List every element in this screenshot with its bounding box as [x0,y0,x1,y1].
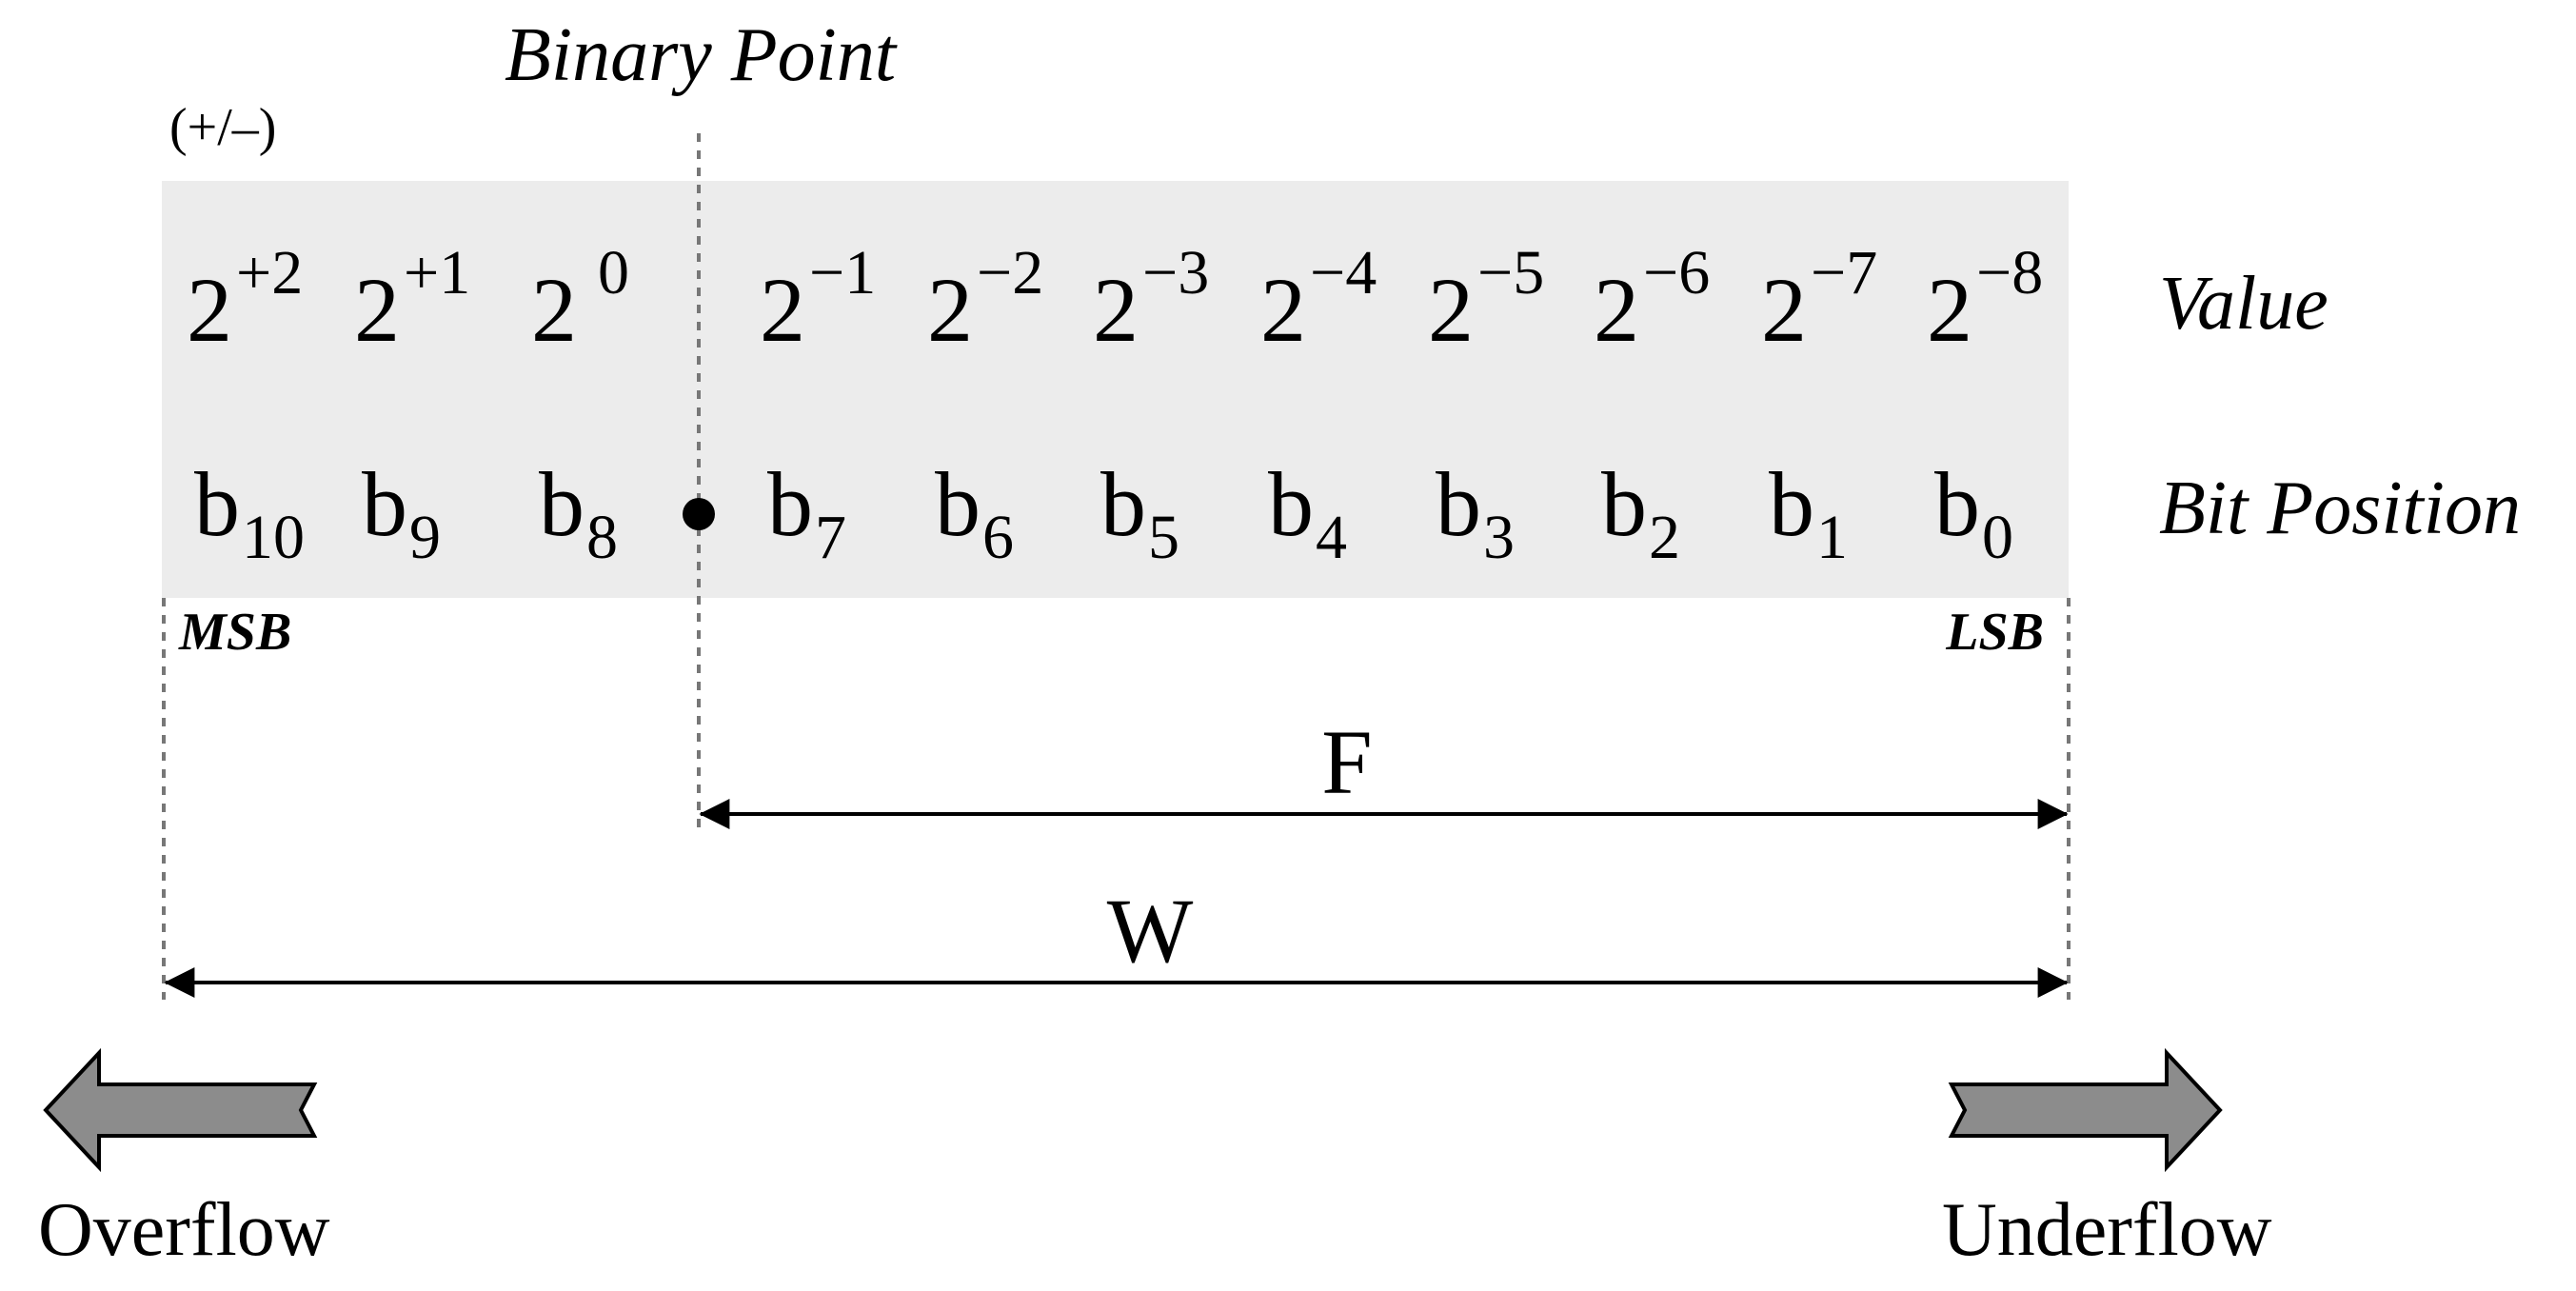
bit-base: b [1100,453,1146,555]
value-exponent: −8 [1976,238,2043,308]
value-exponent: −5 [1477,238,1544,308]
underflow-label: Underflow [1942,1188,2272,1272]
bit-base: b [194,453,240,555]
bit-subscript: 8 [586,503,618,572]
sign-label: (+/–) [169,98,276,157]
value-cell: 2−3 [1093,238,1209,361]
bit-subscript: 1 [1816,503,1848,572]
bit-base: b [539,453,585,555]
bit-cell: b8 [539,453,618,572]
value-cell: 2−1 [760,238,876,361]
bit-base: b [1268,453,1314,555]
bit-base: b [767,453,813,555]
value-exponent: −4 [1310,238,1377,308]
bit-subscript: 10 [242,503,305,572]
bit-cell: b5 [1100,453,1179,572]
bit-base: b [1436,453,1481,555]
w-span-label: W [1107,880,1194,982]
overflow-arrow-icon [43,1047,318,1173]
bit-base: b [935,453,981,555]
bit-subscript: 2 [1649,503,1680,572]
value-exponent: −6 [1643,238,1710,308]
value-base: 2 [1428,259,1474,361]
bit-subscript: 6 [982,503,1014,572]
value-cell: 2−4 [1260,238,1377,361]
bit-subscript: 0 [1982,503,2013,572]
underflow-arrow-icon [1948,1047,2223,1173]
value-cell: 2−5 [1428,238,1544,361]
value-exponent: −7 [1811,238,1877,308]
bit-subscript: 4 [1316,503,1347,572]
value-base: 2 [927,259,973,361]
value-cell: 2+1 [354,238,470,361]
binary-point-label: Binary Point [505,13,898,97]
value-base: 2 [1093,259,1139,361]
bit-base: b [362,453,407,555]
value-cell: 2−6 [1594,238,1710,361]
bit-cell: b6 [935,453,1014,572]
lsb-label: LSB [1945,603,2044,662]
bit-position-row-label: Bit Position [2159,467,2521,550]
bit-subscript: 7 [815,503,846,572]
value-cell: 2−2 [927,238,1043,361]
bit-cell: b10 [194,453,305,572]
bit-cell: b1 [1769,453,1848,572]
bit-subscript: 5 [1148,503,1179,572]
value-base: 2 [760,259,805,361]
bit-base: b [1934,453,1980,555]
value-base: 2 [1260,259,1306,361]
bit-subscript: 9 [409,503,441,572]
value-cell: 2−8 [1927,238,2043,361]
bit-cell: b2 [1601,453,1680,572]
f-span-label: F [1321,711,1372,813]
value-base: 2 [1927,259,1972,361]
bit-base: b [1769,453,1814,555]
value-base: 2 [187,259,232,361]
overflow-label: Overflow [38,1188,330,1272]
value-exponent: 0 [598,238,629,308]
value-base: 2 [354,259,400,361]
bit-cell: b4 [1268,453,1347,572]
value-exponent: −1 [809,238,876,308]
value-exponent: −3 [1142,238,1209,308]
value-cell: 2+2 [187,238,303,361]
value-exponent: −2 [977,238,1043,308]
value-base: 2 [1594,259,1639,361]
bit-subscript: 3 [1483,503,1515,572]
value-cell: 2−7 [1761,238,1877,361]
msb-label: MSB [178,603,291,662]
bit-cell: b3 [1436,453,1515,572]
bit-cell: b0 [1934,453,2013,572]
register-box [162,181,2069,598]
value-row-label: Value [2159,262,2328,346]
bit-cell: b9 [362,453,441,572]
value-base: 2 [1761,259,1807,361]
bit-cell: b7 [767,453,846,572]
value-exponent: +2 [236,238,303,308]
value-base: 2 [531,259,577,361]
value-exponent: +1 [404,238,470,308]
bit-base: b [1601,453,1647,555]
binary-point-dot [683,498,715,530]
